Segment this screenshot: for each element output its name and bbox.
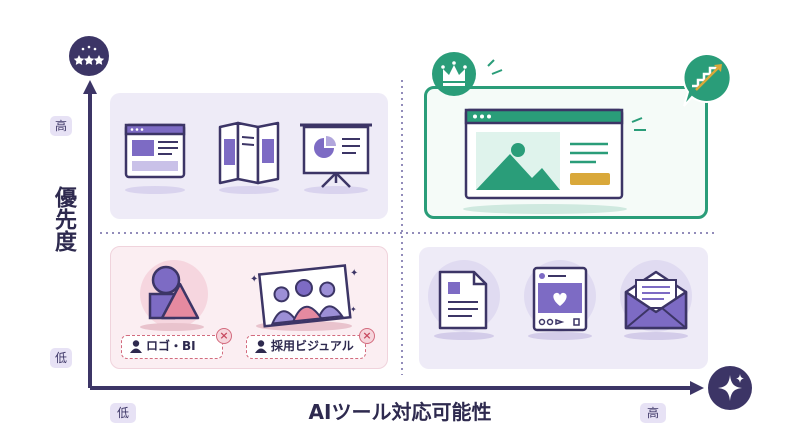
svg-text:✦: ✦ xyxy=(250,274,258,285)
x-axis-title: AIツール対応可能性 xyxy=(308,400,492,424)
x-mark-icon: × xyxy=(359,328,375,344)
brochure-icon xyxy=(218,121,280,194)
growth-chart-icon xyxy=(682,52,732,107)
website-icon xyxy=(124,123,186,194)
logo-shapes-icon xyxy=(140,260,208,331)
hiring-visual-label: 採用ビジュアル xyxy=(271,339,354,353)
team-photo-icon: ✦ ✦ ✦ xyxy=(250,264,358,331)
x-axis-low-label: 低 xyxy=(110,403,136,423)
y-axis-low-label: 低 xyxy=(50,348,72,368)
three-stars-icon xyxy=(69,36,109,76)
emphasis-lines-icon xyxy=(631,117,646,131)
y-axis-high-label: 高 xyxy=(50,116,72,136)
y-axis-title: 優先度 xyxy=(51,186,76,252)
svg-text:✦: ✦ xyxy=(350,305,357,314)
sparkle-icon xyxy=(708,366,752,410)
x-mark-icon: × xyxy=(216,328,232,344)
envelope-icon xyxy=(620,260,692,340)
logo-bi-label: ロゴ・BI xyxy=(146,339,196,353)
presentation-icon xyxy=(300,123,372,194)
svg-text:✦: ✦ xyxy=(350,268,358,279)
crown-icon xyxy=(432,52,476,96)
logo-bi-tag: ロゴ・BI xyxy=(121,335,223,359)
person-icon xyxy=(255,336,267,357)
document-icon xyxy=(428,260,500,340)
person-icon xyxy=(130,336,142,357)
social-post-icon xyxy=(524,260,596,340)
emphasis-lines-icon xyxy=(487,59,503,75)
hiring-visual-tag: 採用ビジュアル xyxy=(246,335,366,359)
landing-page-icon xyxy=(463,108,627,214)
x-axis-high-label: 高 xyxy=(640,403,666,423)
